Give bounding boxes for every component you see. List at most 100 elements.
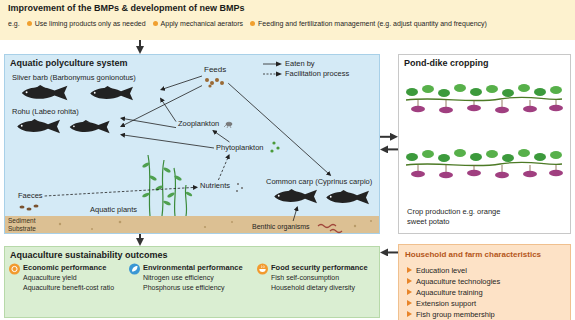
practice-item: Use liming products only as needed (27, 16, 146, 28)
panel-title: Aquaculture sustainability outcomes (10, 250, 168, 261)
layer-label: Substrate (8, 225, 36, 233)
label-holder: Substrate (8, 225, 36, 233)
benthic-node: Benthic organisms (250, 221, 312, 233)
zooplankton-icon (224, 122, 232, 128)
practice-text: Use liming products only as needed (35, 20, 146, 27)
plankton-node: Phytoplankton (214, 142, 266, 154)
bullet-dot (27, 21, 32, 26)
flow-arrow (383, 251, 398, 253)
bullet-triangle (407, 278, 412, 284)
plant-node: Aquatic plants (88, 204, 139, 216)
fish-node: Sliver barb (Barbonymus gonionotus) (10, 72, 160, 102)
outcome-row: Aquaculture benefit-cost ratio (23, 283, 114, 293)
practice-text: Apply mechanical aerators (161, 20, 244, 27)
outcome-row: Phosphorus use efficiency (143, 283, 243, 293)
outcome-row: Nitrogen use efficiency (143, 273, 243, 283)
nutrient-node: Nutrients (198, 180, 232, 192)
food-icon (257, 264, 268, 275)
outcome-item: Fish self-consumption (271, 273, 339, 283)
fish-node: Common carp (Cyprinus carpio) (264, 176, 376, 206)
panel-note-holder: Crop production e.g. orange sweet potato (407, 207, 517, 227)
bullet-triangle (407, 267, 412, 273)
outcome-item: Nitrogen use efficiency (143, 273, 214, 283)
practice-item: Feeding and fertilization management (e.… (250, 16, 487, 28)
characteristic-row: Education level (399, 262, 570, 273)
flow-arrow (380, 136, 395, 138)
aquatic-plants (142, 155, 193, 216)
outcome-item: Phosphorus use efficiency (143, 283, 225, 293)
legend-line (263, 74, 277, 75)
environment-icon (129, 264, 140, 275)
nutrient-dots (236, 183, 243, 192)
outcome-row: Household dietary diversity (271, 283, 368, 293)
item-label: Rohu (Labeo rohita) (12, 107, 79, 117)
item-label: Feeds (204, 65, 226, 75)
fish-node: Rohu (Labeo rohita) (10, 106, 120, 136)
legend-head (276, 72, 282, 77)
item-label: Common carp (Cyprinus carpio) (266, 177, 372, 187)
household-panel: Household and farm characteristicsEducat… (398, 244, 571, 320)
practice-text: Feeding and fertilization management (e.… (258, 20, 487, 27)
outcomes-panel: Aquaculture sustainability outcomesEcono… (4, 246, 380, 318)
item-label: Phytoplankton (216, 143, 264, 153)
banner-title: Improvement of the BMPs & development of… (8, 3, 245, 14)
bullet-dot (153, 21, 158, 26)
legend-sample (262, 60, 282, 68)
characteristic-text: Fish group membership (416, 310, 495, 319)
item-label: Aquatic plants (90, 205, 137, 215)
item-label: Faeces (18, 191, 43, 201)
characteristic-text: Education level (416, 266, 467, 275)
legend-text: Eaten by (285, 59, 315, 69)
cropping-panel: Pond-dike croppingCrop production e.g. o… (398, 54, 571, 234)
label-holder: Sediment (8, 217, 35, 225)
practice-item: Apply mechanical aerators (153, 16, 244, 28)
legend-line (263, 64, 277, 65)
layer-label: Sediment (8, 217, 35, 225)
benthic-worms (318, 225, 342, 233)
faeces-icon (20, 204, 39, 210)
outcome-item: Aquaculture benefit-cost ratio (23, 283, 114, 293)
characteristic-text: Extension support (416, 299, 476, 308)
outcome-row: Aquaculture yield (23, 273, 114, 283)
outcome-item: Aquaculture yield (23, 273, 77, 283)
economic-icon (9, 264, 20, 275)
fish-icons (17, 85, 369, 204)
characteristic-text: Aquaculture technologies (416, 277, 500, 286)
example-prefix: e.g. (8, 20, 20, 27)
flow-arrow (383, 148, 398, 150)
practice-list: e.g. Use liming products only as needed Ap… (8, 16, 567, 28)
outcome-group: Economic performanceAquaculture yieldAqu… (8, 263, 114, 293)
flow-arrow (139, 40, 141, 51)
item-label: Nutrients (200, 181, 230, 191)
outcome-item: Household dietary diversity (271, 283, 355, 293)
outcome-group: Food security performanceFish self-consu… (256, 263, 368, 293)
outcome-row: Fish self-consumption (271, 273, 368, 283)
faeces-node: Faeces (16, 190, 45, 202)
sediment-layer (5, 216, 379, 233)
bullet-dot (250, 21, 255, 26)
legend-row: Facilitation process (262, 69, 349, 79)
legend: Eaten byFacilitation process (262, 59, 349, 79)
characteristic-text: Aquaculture training (416, 288, 483, 297)
item-label: Sliver barb (Barbonymus gonionotus) (12, 73, 136, 83)
bullet-triangle (407, 311, 412, 317)
plankton-node: Zooplankton (176, 118, 221, 130)
item-label: Benthic organisms (252, 222, 310, 232)
outcome-heading: Economic performance (23, 263, 106, 273)
panel-title: Household and farm characteristics (405, 249, 541, 260)
feed-node: Feeds (202, 64, 228, 88)
panel-title: Pond-dike cropping (404, 58, 489, 69)
sweet-potato-crops (406, 84, 563, 178)
outcome-heading: Environmental performance (143, 263, 243, 273)
phytoplankton-icon (270, 141, 279, 152)
bmp-banner: Improvement of the BMPs & development of… (0, 0, 575, 40)
bullet-triangle (407, 300, 412, 306)
bullet-triangle (407, 289, 412, 295)
legend-row: Eaten by (262, 59, 349, 69)
legend-text: Facilitation process (285, 69, 349, 79)
outcome-heading: Food security performance (271, 263, 368, 273)
panel-note: Crop production e.g. orange sweet potato (407, 207, 517, 227)
item-label: Zooplankton (178, 119, 219, 129)
flow-arrow (139, 234, 141, 243)
